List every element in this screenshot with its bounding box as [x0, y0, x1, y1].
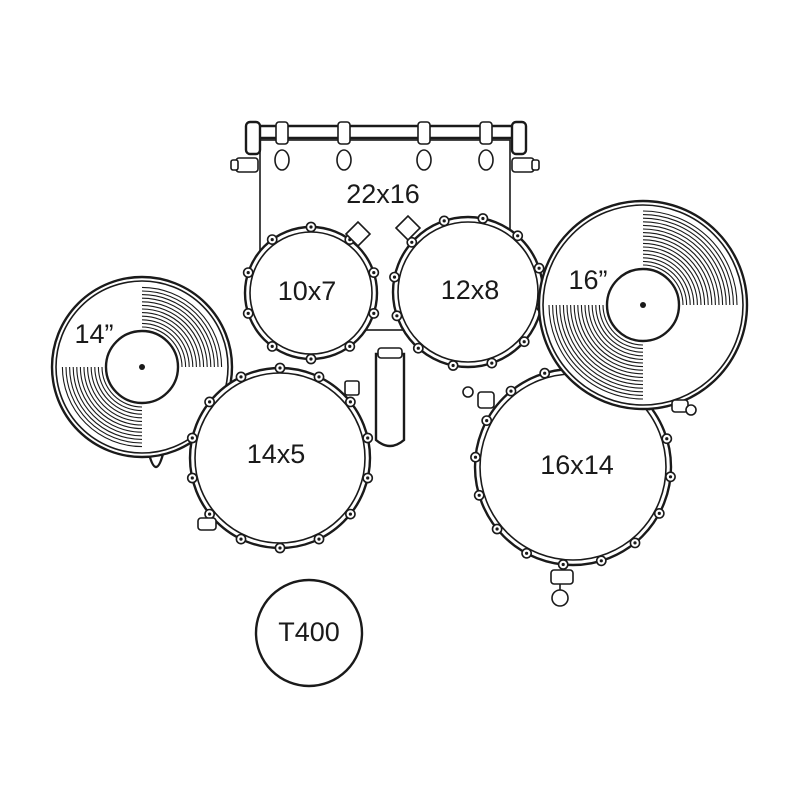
tension-lug-bolt — [410, 240, 414, 244]
bass-drum-spur-left — [230, 157, 259, 173]
tension-lug-bolt — [442, 219, 446, 223]
model-badge-circle — [254, 578, 364, 688]
tension-lug-bolt — [317, 375, 321, 379]
tension-lug-bolt — [270, 238, 274, 242]
tom-right-head — [397, 221, 539, 363]
tom-left-size-label: 10x7 — [278, 276, 337, 306]
cymbal-left-center-hole — [139, 364, 145, 370]
tension-lug-bolt — [392, 275, 397, 279]
model-badge-label: T400 — [278, 617, 340, 647]
tension-lug-bolt — [239, 375, 243, 379]
tension-lug-bolt — [525, 551, 529, 555]
tension-lug-bolt — [490, 361, 494, 365]
tom-right-size-label: 12x8 — [441, 275, 500, 305]
tom-right-mount — [394, 214, 422, 242]
tension-lug-bolt — [348, 512, 352, 516]
bass-drum-hoop-end-left — [244, 120, 262, 156]
tom-left: 10x7 — [242, 220, 380, 365]
tension-lug-bolt — [348, 344, 352, 348]
tension-lug-bolt — [317, 537, 321, 541]
tension-lug-bolt — [473, 455, 478, 459]
cymbal-left: 14” — [50, 275, 234, 469]
tension-lug-bolt — [348, 400, 352, 404]
bass-drum-claw — [336, 121, 352, 171]
tension-lug-bolt — [657, 511, 661, 515]
tension-lug-bolt — [190, 476, 194, 480]
tension-lug-bolt — [190, 436, 194, 440]
tension-lug-bolt — [495, 527, 499, 531]
tension-lug-bolt — [246, 311, 250, 315]
tom-left-mount — [344, 220, 372, 248]
tension-lug-bolt — [668, 475, 673, 479]
tom-right: 12x8 — [389, 213, 547, 371]
tension-lug-bolt — [309, 357, 313, 361]
cymbal-left-rim — [55, 280, 229, 454]
cymbal-right: 16” — [537, 199, 749, 416]
tension-lug-bolt — [522, 340, 526, 344]
tension-lug-bolt — [309, 225, 313, 229]
bass-drum-spur-right — [511, 157, 540, 173]
tension-lug-bolt — [208, 400, 212, 404]
tension-lug-bolt — [537, 266, 541, 270]
tension-lug-bolt — [278, 366, 282, 370]
snare-drum-butt-plate — [197, 517, 217, 531]
tension-lug-bolt — [599, 559, 603, 563]
bass-drum-size-label: 22x16 — [346, 179, 420, 209]
tension-lug-bolt — [561, 562, 565, 567]
snare-drum: 14x5 — [186, 362, 374, 554]
tension-lug-bolt — [278, 546, 282, 550]
bass-drum-claw — [478, 121, 494, 171]
bass-drum-claw — [416, 121, 432, 171]
tension-lug-bolt — [366, 476, 370, 480]
tension-lug-bolt — [372, 271, 376, 275]
tension-lug-bolt — [246, 271, 250, 275]
tension-lug-bolt — [477, 493, 481, 497]
tension-lug-bolt — [481, 216, 485, 221]
tension-lug-bolt — [665, 437, 669, 441]
floor-tom-leg-bracket — [550, 569, 574, 607]
tension-lug-bolt — [416, 346, 420, 350]
floor-tom-size-label: 16x14 — [540, 450, 614, 480]
tension-lug-bolt — [633, 541, 637, 545]
cymbal-right-wingnut — [685, 404, 697, 416]
snare-drum-lugs — [186, 362, 374, 554]
tension-lug-bolt — [516, 234, 520, 238]
bass-drum-claw — [274, 121, 290, 171]
tension-lug-bolt — [509, 389, 513, 393]
cymbal-right-size-label: 16” — [568, 265, 607, 295]
floor-tom-leg-bracket — [462, 386, 495, 409]
tension-lug-bolt — [270, 344, 274, 348]
tension-lug-bolt — [451, 363, 455, 368]
tension-lug-bolt — [239, 537, 243, 541]
bass-drum-pedal — [374, 352, 406, 448]
cymbal-right-rim — [542, 204, 744, 406]
cymbal-right-center-hole — [640, 302, 646, 308]
tension-lug-bolt — [372, 311, 376, 315]
cymbal-left-size-label: 14” — [74, 319, 113, 349]
bass-drum-pedal-base — [377, 347, 403, 359]
tension-lug-bolt — [208, 512, 212, 516]
cymbal-right-lathing — [548, 210, 738, 400]
bass-drum-hoop-end-right — [510, 120, 528, 156]
snare-drum-size-label: 14x5 — [247, 439, 306, 469]
tension-lug-bolt — [543, 371, 547, 375]
model-badge: T400 — [254, 578, 364, 688]
snare-drum-throw-off — [344, 380, 360, 396]
tension-lug-bolt — [366, 436, 370, 440]
cymbal-left-lathing — [61, 286, 223, 448]
tension-lug-bolt — [395, 314, 399, 318]
tension-lug-bolt — [485, 419, 489, 423]
bass-drum: 22x16 — [230, 120, 540, 448]
